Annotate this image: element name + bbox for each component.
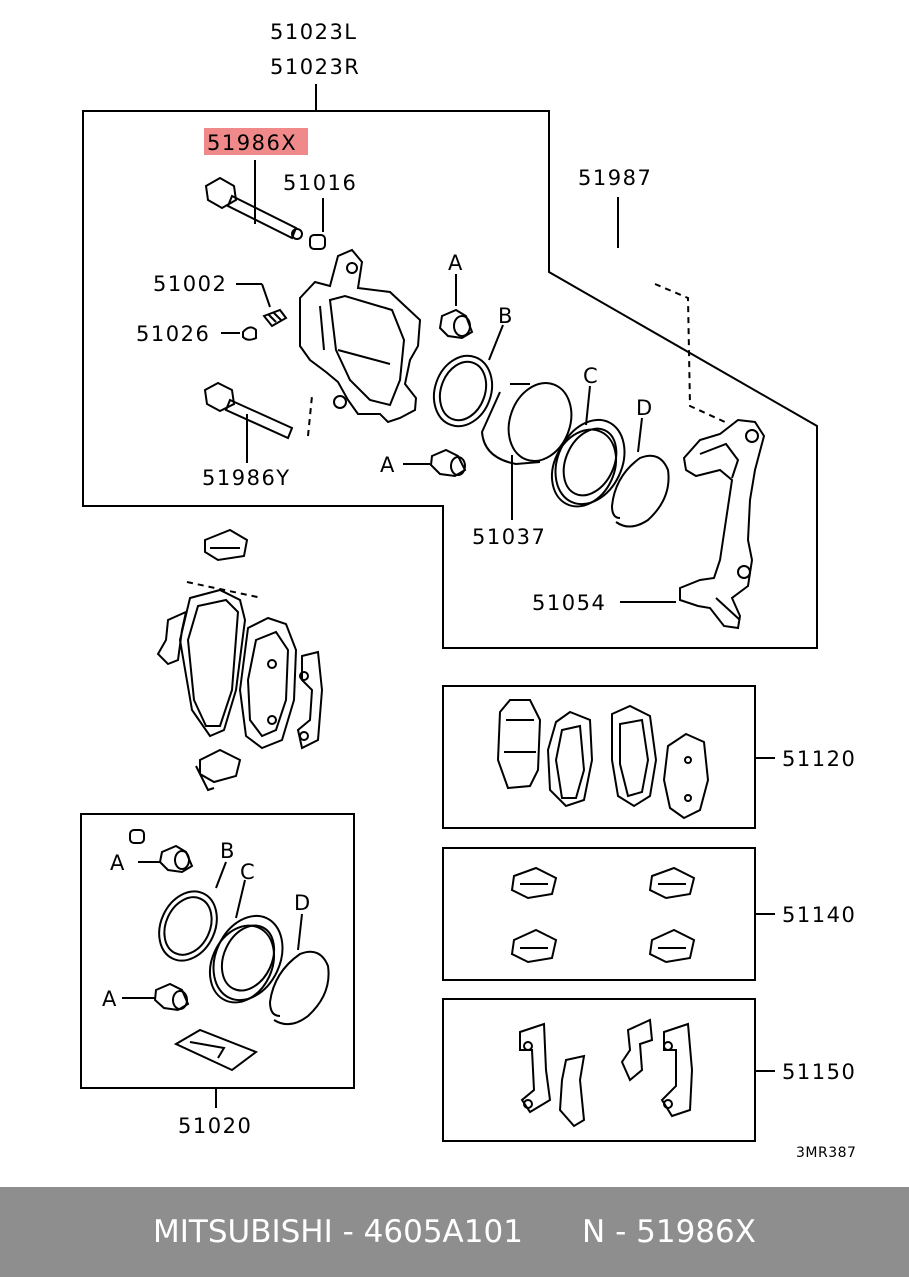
label-51140: 51140: [782, 903, 856, 927]
diagram-code: 3MR387: [796, 1145, 856, 1161]
brake-pad-assembly-loose: [156, 528, 324, 792]
piston-seal-c: [550, 418, 626, 508]
label-51026: 51026: [136, 322, 210, 346]
label-kit-d: D: [294, 891, 312, 915]
label-kit-a-upper: A: [110, 851, 126, 875]
bushing-a-upper: [438, 308, 474, 340]
label-kit-a-lower: A: [102, 987, 118, 1011]
bushing-a-lower: [429, 448, 467, 478]
pin-boot-51016: [309, 234, 326, 250]
label-51150: 51150: [782, 1060, 856, 1084]
label-51120: 51120: [782, 747, 856, 771]
label-kit-c: C: [240, 860, 256, 884]
label-51037: 51037: [472, 525, 546, 549]
label-51016: 51016: [283, 171, 357, 195]
caliper-piston: [480, 382, 573, 466]
label-51987: 51987: [578, 166, 652, 190]
label-51020: 51020: [178, 1114, 252, 1138]
label-51002: 51002: [153, 272, 227, 296]
retaining-ring-d: [610, 454, 670, 528]
clip-kit-drawing: [510, 866, 696, 964]
footer-part-info: MITSUBISHI - 4605A101 N - 51986X: [153, 1214, 756, 1250]
bleeder-screw: [262, 308, 288, 328]
label-c: C: [583, 364, 599, 388]
seal-kit-drawing: [129, 829, 330, 1072]
label-51986x: 51986X: [207, 131, 297, 155]
label-a-lower: A: [380, 453, 396, 477]
label-a-upper: A: [448, 251, 464, 275]
label-b: B: [498, 304, 514, 328]
caliper-bracket: [679, 418, 766, 630]
seal-kit-box: [80, 813, 355, 1089]
seal-ring-b: [432, 354, 494, 428]
label-51023r: 51023R: [270, 55, 360, 79]
footer-bar: MITSUBISHI - 4605A101 N - 51986X: [0, 1187, 909, 1277]
pad-kit-box: [442, 685, 756, 829]
clip-kit-box: [442, 847, 756, 981]
label-51986y: 51986Y: [202, 466, 291, 490]
highlight-51986x: [204, 128, 308, 155]
label-kit-b: B: [220, 839, 236, 863]
brake-pad-kit-drawing: [496, 699, 710, 820]
guide-pin-lower: [203, 381, 294, 440]
caliper-assembly-frame: [82, 110, 818, 649]
shim-kit-box: [442, 998, 756, 1142]
shim-kit-drawing: [519, 1018, 694, 1128]
guide-pin-upper: [204, 176, 303, 240]
bleeder-cap: [242, 326, 257, 341]
brake-caliper-parts-diagram: 51023L 51023R 51986X 51016 51002 51026 5…: [80, 20, 856, 1161]
label-51023l: 51023L: [270, 20, 358, 44]
label-51054: 51054: [532, 591, 606, 615]
caliper-body: [299, 248, 422, 424]
label-d: D: [636, 396, 654, 420]
